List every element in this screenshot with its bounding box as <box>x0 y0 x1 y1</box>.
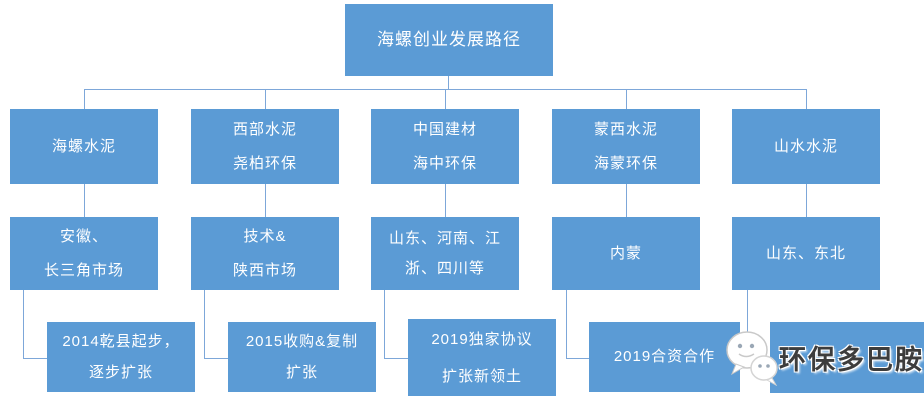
market-node-col3: 山东、河南、江 浙、四川等 <box>371 217 519 290</box>
node-label: 长三角市场 <box>43 261 124 279</box>
node-label: 山东、东北 <box>765 244 846 262</box>
market-node-col4: 内蒙 <box>552 217 700 290</box>
connector-mid-col3 <box>445 184 446 217</box>
connector-elbow-col2 <box>204 290 205 358</box>
node-label: 技术& <box>243 227 287 245</box>
node-label: 中国建材 <box>412 120 477 138</box>
milestone-node-col2: 2015收购&复制 扩张 <box>228 322 376 392</box>
market-node-col1: 安徽、 长三角市场 <box>10 217 158 290</box>
connector-elbow-col1 <box>23 290 24 358</box>
connector-mid-col1 <box>84 184 85 217</box>
partner-node-conch-cement: 海螺水泥 <box>10 109 158 184</box>
node-label: 山东、河南、江 <box>388 229 501 247</box>
node-label: 海中环保 <box>412 154 477 172</box>
chat-bubbles-logo <box>726 331 778 386</box>
node-label: 内蒙 <box>609 244 642 262</box>
market-node-col5: 山东、东北 <box>732 217 880 290</box>
connector-drop-col1 <box>84 89 85 109</box>
node-label: 2019独家协议 <box>431 330 533 348</box>
node-label: 蒙西水泥 <box>593 120 658 138</box>
node-label: 2014乾县起步， <box>62 333 180 350</box>
connector-mid-col2 <box>265 184 266 217</box>
node-label: 扩张新领土 <box>441 367 522 385</box>
milestone-node-col1: 2014乾县起步， 逐步扩张 <box>47 322 195 392</box>
root-node: 海螺创业发展路径 <box>345 4 553 76</box>
partner-node-mengxi: 蒙西水泥 海蒙环保 <box>552 109 700 184</box>
node-label: 海蒙环保 <box>593 154 658 172</box>
partner-node-shanshui: 山水水泥 <box>732 109 880 184</box>
partner-node-west-cement: 西部水泥 尧柏环保 <box>191 109 339 184</box>
connector-drop-col3 <box>445 89 446 109</box>
node-label: 陕西市场 <box>232 261 297 279</box>
node-label: 逐步扩张 <box>88 364 153 381</box>
partner-node-cnbm: 中国建材 海中环保 <box>371 109 519 184</box>
node-label: 安徽、 <box>59 227 108 245</box>
root-node-label: 海螺创业发展路径 <box>377 30 521 49</box>
connector-mid-col4 <box>626 184 627 217</box>
connector-elbow-col5 <box>747 290 748 358</box>
connector-elbow-col4-h <box>566 358 589 359</box>
connector-elbow-col4 <box>566 290 567 358</box>
connector-elbow-col2-h <box>204 358 228 359</box>
node-label: 浙、四川等 <box>404 259 485 277</box>
node-label: 尧柏环保 <box>232 154 297 172</box>
milestone-node-col4: 2019合资合作 <box>589 322 740 392</box>
connector-drop-col5 <box>806 89 807 109</box>
connector-root-stem <box>448 76 449 90</box>
connector-elbow-col3-h <box>384 358 408 359</box>
node-label: 2019合资合作 <box>613 348 716 365</box>
node-label: 西部水泥 <box>232 120 297 138</box>
milestone-node-col5 <box>770 322 924 393</box>
connector-elbow-col3 <box>384 290 385 358</box>
node-label: 扩张 <box>285 364 318 381</box>
node-label: 山水水泥 <box>773 137 838 155</box>
milestone-node-col3: 2019独家协议 扩张新领土 <box>408 319 556 396</box>
connector-drop-col4 <box>626 89 627 109</box>
node-label: 2015收购&复制 <box>245 333 359 350</box>
market-node-col2: 技术& 陕西市场 <box>191 217 339 290</box>
node-label: 海螺水泥 <box>51 137 116 155</box>
connector-elbow-col1-h <box>23 358 47 359</box>
watermark-text: 环保多巴胺 <box>779 345 924 375</box>
connector-drop-col2 <box>265 89 266 109</box>
connector-mid-col5 <box>806 184 807 217</box>
